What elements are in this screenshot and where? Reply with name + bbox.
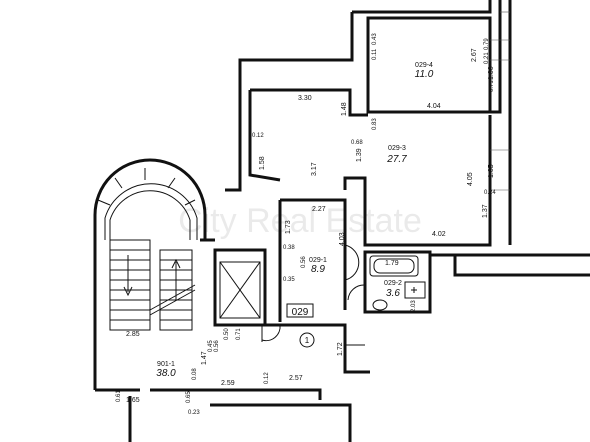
walls [93, 0, 590, 442]
dimension: 2.59 [221, 380, 235, 387]
dimension: 0.21 [484, 52, 490, 64]
dimension: 3.30 [298, 95, 312, 102]
dimension: 2.67 [471, 48, 478, 62]
dimension: 2.85 [126, 331, 140, 338]
room-id: 901-1 [157, 361, 175, 368]
dimension: 1.05 [488, 164, 495, 178]
dimension: 4.03 [339, 232, 346, 246]
bathroom-fixtures [369, 255, 426, 311]
entrance-marker: 1 [299, 332, 315, 348]
dimension: 4.02 [432, 231, 446, 238]
dimension: 0.71 [236, 328, 242, 340]
dimension: 2.27 [312, 206, 326, 213]
dimension: 0.12 [264, 372, 270, 384]
dimension: 1.06 [488, 66, 495, 80]
marker-label: 1 [305, 336, 310, 345]
dimension: 1.48 [341, 102, 348, 116]
dimension: 1.72 [337, 342, 344, 356]
dimension: 0.65 [186, 391, 192, 403]
room-area: 27.7 [386, 154, 407, 165]
dimension: 0.45 [208, 340, 214, 352]
dimension: 2.57 [289, 375, 303, 382]
dimension: 1.58 [259, 156, 266, 170]
door-swings [261, 244, 366, 346]
dimension: 4.05 [467, 172, 474, 186]
room-area: 11.0 [415, 69, 434, 80]
dimension: 0.79 [484, 38, 490, 50]
room-id: 029-1 [309, 257, 327, 264]
room-area: 38.0 [156, 368, 176, 379]
dimension: 2.03 [411, 300, 417, 312]
room-area: 3.6 [386, 288, 400, 299]
dimension: 0.12 [252, 133, 264, 139]
dimension: 1.47 [201, 351, 208, 365]
dimension: 1.65 [126, 397, 140, 404]
dimension: 1.73 [285, 220, 292, 234]
room-id: 029-3 [388, 145, 406, 152]
dimension: 3.17 [311, 162, 318, 176]
dimension: 0.56 [214, 340, 220, 352]
dimension: 4.04 [427, 103, 441, 110]
dimension: 1.79 [385, 260, 399, 267]
dimension: 1.39 [356, 148, 363, 162]
dimension: 0.35 [283, 277, 295, 283]
dimension: 0.83 [372, 118, 378, 130]
dimension: 0.61 [116, 390, 122, 402]
dimension: 0.11 [372, 48, 378, 60]
room-id: 029-4 [415, 62, 433, 69]
dimension: 0.71 [489, 80, 495, 92]
dimension: 0.23 [188, 410, 200, 416]
dimension: 0.38 [283, 245, 295, 251]
room-area: 8.9 [311, 264, 325, 275]
dimension: 0.68 [351, 140, 363, 146]
hatching [490, 11, 510, 191]
dimension: 0.43 [372, 33, 378, 45]
elevator-shaft [219, 261, 261, 319]
dimension: 0.08 [192, 368, 198, 380]
apartment-number: 029 [292, 307, 309, 318]
room-labels: 029-4 11.0 029-3 27.7 029-1 8.9 029-2 3.… [156, 62, 434, 379]
dimension: 0.50 [224, 328, 230, 340]
dimension: 1.37 [482, 204, 489, 218]
stair-arch [93, 158, 207, 240]
dimension-labels: 0.43 0.11 2.67 0.79 0.21 1.06 0.71 3.30 … [116, 33, 496, 416]
watermark: City Real Estate [178, 202, 422, 240]
stairs [109, 239, 196, 331]
dimension: 0.24 [484, 190, 496, 196]
apartment-number-box: 029 [286, 303, 314, 318]
room-id: 029-2 [384, 280, 402, 287]
dimension: 0.56 [301, 256, 307, 268]
